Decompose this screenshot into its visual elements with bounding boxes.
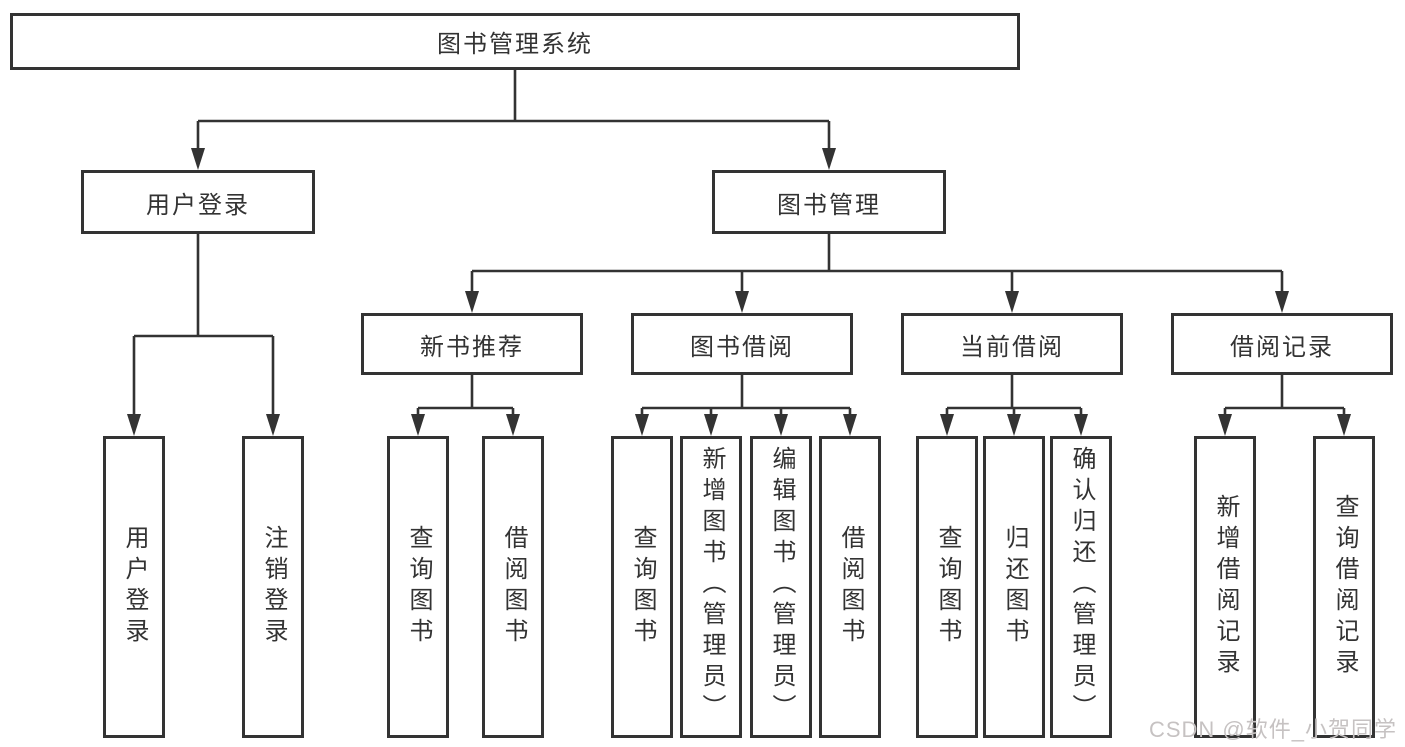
connector-book-mgmt-to-level3 bbox=[465, 234, 1289, 313]
leaf-query-book-3: 查询图书 bbox=[916, 436, 978, 738]
node-book-borrow: 图书借阅 bbox=[631, 313, 853, 375]
leaf-logout-label: 注销登录 bbox=[260, 525, 287, 649]
connector-current-borrow-to-leaves bbox=[940, 375, 1088, 436]
leaf-user-login-label: 用户登录 bbox=[121, 525, 148, 649]
leaf-query-book-2: 查询图书 bbox=[611, 436, 673, 738]
leaf-query-borrow-record: 查询借阅记录 bbox=[1313, 436, 1375, 738]
leaf-query-book-2-label: 查询图书 bbox=[629, 525, 656, 649]
connector-user-login-to-leaves bbox=[127, 234, 280, 436]
leaf-borrow-book-2-label: 借阅图书 bbox=[837, 525, 864, 649]
leaf-borrow-book-1-label: 借阅图书 bbox=[500, 525, 527, 649]
leaf-borrow-book-2: 借阅图书 bbox=[819, 436, 881, 738]
node-user-login-label: 用户登录 bbox=[146, 191, 250, 219]
node-book-management-label: 图书管理 bbox=[777, 191, 881, 219]
watermark: CSDN @软件_小贺同学 bbox=[1148, 717, 1397, 742]
connector-new-book-to-leaves bbox=[411, 375, 520, 436]
node-current-borrow-label: 当前借阅 bbox=[960, 333, 1064, 361]
node-book-borrow-label: 图书借阅 bbox=[690, 333, 794, 361]
node-new-book-recommend: 新书推荐 bbox=[361, 313, 583, 375]
leaf-logout: 注销登录 bbox=[242, 436, 304, 738]
leaf-add-borrow-record: 新增借阅记录 bbox=[1194, 436, 1256, 738]
connector-book-borrow-to-leaves bbox=[635, 375, 857, 436]
leaf-query-book-1-label: 查询图书 bbox=[405, 525, 432, 649]
node-current-borrow: 当前借阅 bbox=[901, 313, 1123, 375]
leaf-return-book-label: 归还图书 bbox=[1001, 525, 1028, 649]
leaf-edit-book-admin: 编辑图书（管理员） bbox=[750, 436, 812, 738]
node-borrow-records: 借阅记录 bbox=[1171, 313, 1393, 375]
leaf-edit-book-admin-label: 编辑图书（管理员） bbox=[768, 446, 795, 725]
leaf-query-book-3-label: 查询图书 bbox=[934, 525, 961, 649]
node-root: 图书管理系统 bbox=[10, 13, 1020, 70]
leaf-add-borrow-record-label: 新增借阅记录 bbox=[1212, 494, 1239, 680]
leaf-confirm-return-admin: 确认归还（管理员） bbox=[1050, 436, 1112, 738]
leaf-confirm-return-admin-label: 确认归还（管理员） bbox=[1068, 446, 1095, 725]
leaf-return-book: 归还图书 bbox=[983, 436, 1045, 738]
leaf-add-book-admin-label: 新增图书（管理员） bbox=[698, 446, 725, 725]
leaf-user-login: 用户登录 bbox=[103, 436, 165, 738]
node-new-book-recommend-label: 新书推荐 bbox=[420, 333, 524, 361]
leaf-query-borrow-record-label: 查询借阅记录 bbox=[1331, 494, 1358, 680]
leaf-borrow-book-1: 借阅图书 bbox=[482, 436, 544, 738]
node-borrow-records-label: 借阅记录 bbox=[1230, 333, 1334, 361]
node-root-label: 图书管理系统 bbox=[437, 31, 593, 58]
leaf-query-book-1: 查询图书 bbox=[387, 436, 449, 738]
node-user-login: 用户登录 bbox=[81, 170, 315, 234]
connector-root-to-level2 bbox=[191, 70, 836, 170]
connector-borrow-records-to-leaves bbox=[1218, 375, 1351, 436]
leaf-add-book-admin: 新增图书（管理员） bbox=[680, 436, 742, 738]
node-book-management: 图书管理 bbox=[712, 170, 946, 234]
